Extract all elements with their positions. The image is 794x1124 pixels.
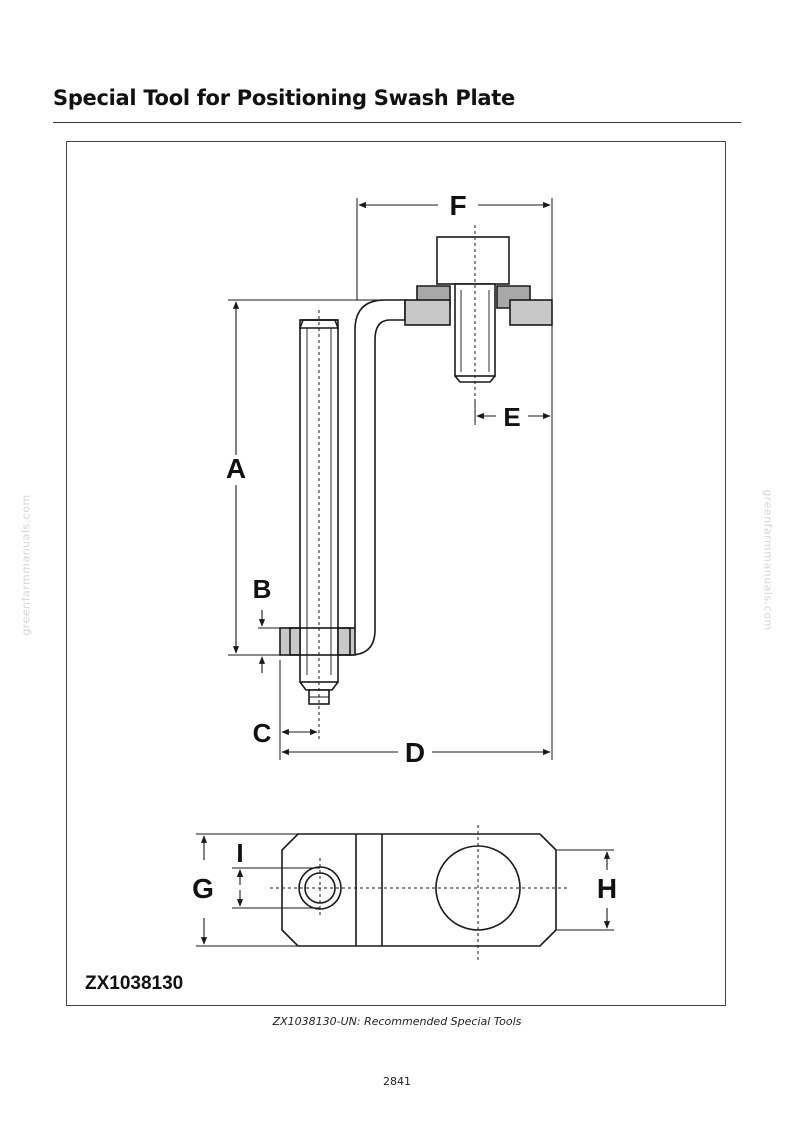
figure-frame — [66, 141, 726, 1006]
bent-rod-outline — [349, 299, 406, 656]
dimension-e-label: E — [503, 402, 520, 432]
center-lines — [318, 225, 476, 740]
tool-plan-view — [281, 833, 557, 947]
upper-plate-right — [509, 299, 553, 326]
dimension-b-label: B — [253, 574, 272, 604]
bolt-head — [436, 236, 510, 285]
tool-side-view — [279, 236, 553, 705]
dimension-i-label: I — [236, 838, 243, 868]
lower-washer-right — [337, 627, 356, 656]
figure-caption: ZX1038130-UN: Recommended Special Tools — [272, 1015, 522, 1028]
dimension-f-label: F — [449, 190, 466, 221]
part-number-label: ZX1038130 — [85, 973, 183, 994]
dimension-h-label: H — [597, 873, 617, 904]
page-title: Special Tool for Positioning Swash Plate — [53, 86, 515, 110]
threaded-stud — [299, 319, 339, 683]
title-rule — [53, 122, 741, 123]
plan-extension-lines — [196, 833, 614, 947]
dimension-g-label: G — [192, 873, 214, 904]
extension-lines — [228, 198, 553, 760]
dimension-a-label: A — [226, 453, 246, 484]
dimension-d-label: D — [405, 737, 425, 768]
page-number: 2841 — [383, 1075, 411, 1088]
upper-plate-left — [404, 299, 451, 326]
dimension-c-label: C — [253, 718, 272, 748]
